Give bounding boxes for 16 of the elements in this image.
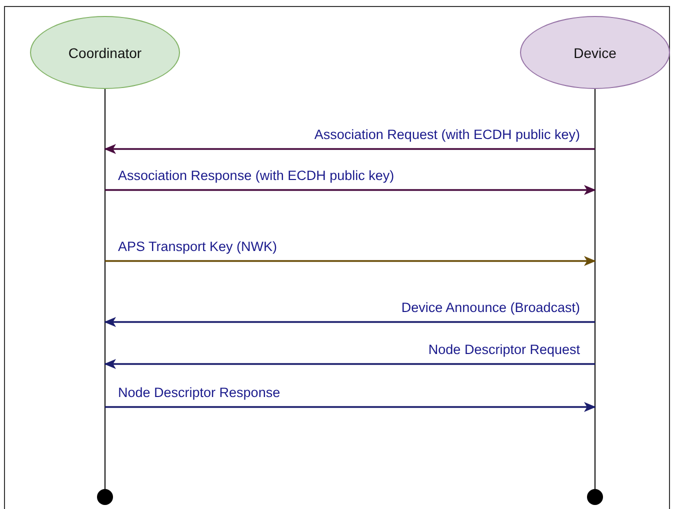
- participant-name: Device: [574, 44, 616, 60]
- lifeline: [587, 89, 603, 505]
- message-label: Node Descriptor Request: [427, 342, 581, 358]
- message-arrow: [105, 256, 596, 266]
- message-label: Node Descriptor Response: [117, 385, 282, 401]
- participant-name: Coordinator: [68, 44, 142, 60]
- message-arrow: [104, 359, 595, 369]
- lifeline: [97, 89, 113, 505]
- message-arrow: [105, 185, 596, 195]
- message-label: Device Announce (Broadcast): [400, 300, 581, 316]
- message-label: APS Transport Key (NWK): [117, 239, 278, 255]
- message-arrow: [105, 402, 596, 412]
- message-label: Association Response (with ECDH public key): [117, 168, 396, 184]
- message-arrow: [104, 317, 595, 327]
- message-arrow: [104, 144, 595, 154]
- message-label: Association Request (with ECDH public key): [313, 127, 581, 143]
